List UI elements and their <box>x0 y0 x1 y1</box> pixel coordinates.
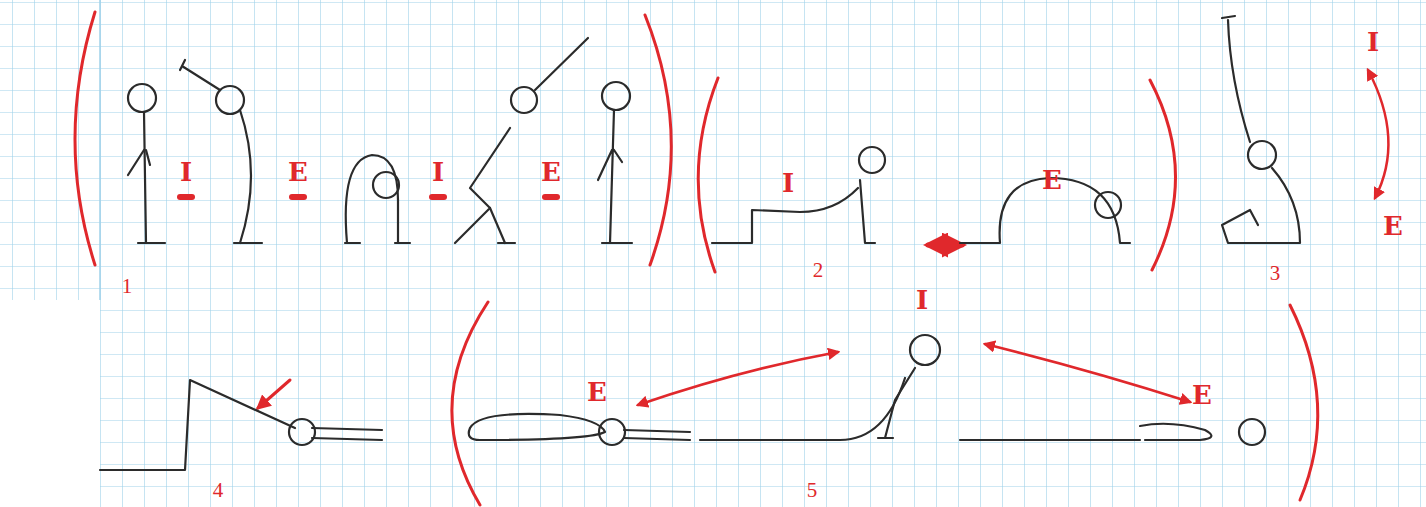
breath-label: E <box>541 159 561 185</box>
breath-label: E <box>1042 167 1062 193</box>
callout-number: 1 <box>122 276 133 297</box>
callout-number: 2 <box>813 260 824 281</box>
callout-number: 3 <box>1270 263 1281 284</box>
breath-label: E <box>1192 382 1212 408</box>
breath-label: I <box>782 170 794 196</box>
breath-label: I <box>1367 29 1379 55</box>
breath-label: I <box>180 159 192 185</box>
callout-number: 4 <box>213 480 224 501</box>
breath-label: I <box>432 159 444 185</box>
breath-label: E <box>288 159 308 185</box>
breath-label: I <box>916 287 928 313</box>
breath-label: E <box>587 379 607 405</box>
breath-label: E <box>1383 213 1403 239</box>
callout-number: 5 <box>807 480 818 501</box>
